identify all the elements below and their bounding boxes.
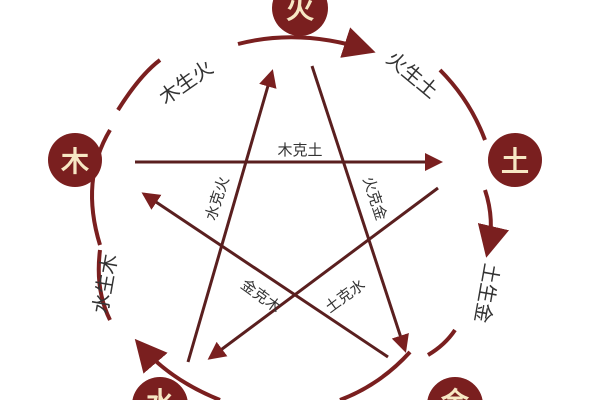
controlling-cycle-star	[135, 65, 450, 363]
label-fire-metal: 火克金	[359, 174, 390, 222]
element-fire: 火	[272, 0, 328, 36]
arc-fire-to-earth	[237, 27, 376, 58]
arc-wood-to-fire	[90, 128, 112, 246]
generating-labels: 木生火 火生土 土生金 水生木	[88, 46, 504, 325]
element-metal: 金	[427, 377, 483, 404]
arc-earth-to-metal	[477, 189, 510, 258]
element-wood: 木	[48, 133, 102, 187]
line-metal-wood-diag	[141, 192, 389, 359]
element-wood-label: 木	[60, 145, 89, 178]
arc-wood-top	[116, 58, 162, 112]
line-water-fire	[186, 69, 277, 363]
label-water-wood: 水生木	[88, 252, 122, 315]
arc-left-lower	[96, 249, 112, 321]
element-earth: 土	[488, 133, 542, 187]
label-fire-earth: 火生土	[382, 46, 443, 103]
label-wood-fire: 木生火	[155, 55, 218, 109]
line-earth-water	[207, 186, 439, 360]
generating-cycle-arcs	[90, 27, 510, 402]
arc-water-to-wood	[134, 338, 221, 402]
arc-right-upper	[438, 68, 487, 141]
line-metal-wood	[140, 195, 450, 196]
line-fire-metal	[310, 65, 409, 353]
label-earth-metal: 土生金	[470, 262, 504, 325]
element-fire-label: 火	[286, 0, 314, 25]
arc-metal-to-water	[339, 350, 412, 402]
arc-right-lower	[426, 328, 457, 357]
controlling-labels: 木克土 水克火 火克金 金克木 土克水	[202, 141, 391, 316]
label-earth-water: 土克水	[322, 275, 369, 316]
label-wood-earth: 木克土	[277, 141, 322, 159]
element-water-label: 水	[146, 386, 175, 400]
element-metal-label: 金	[440, 386, 470, 400]
element-earth-label: 土	[501, 145, 529, 178]
label-water-fire: 水克火	[202, 174, 233, 222]
